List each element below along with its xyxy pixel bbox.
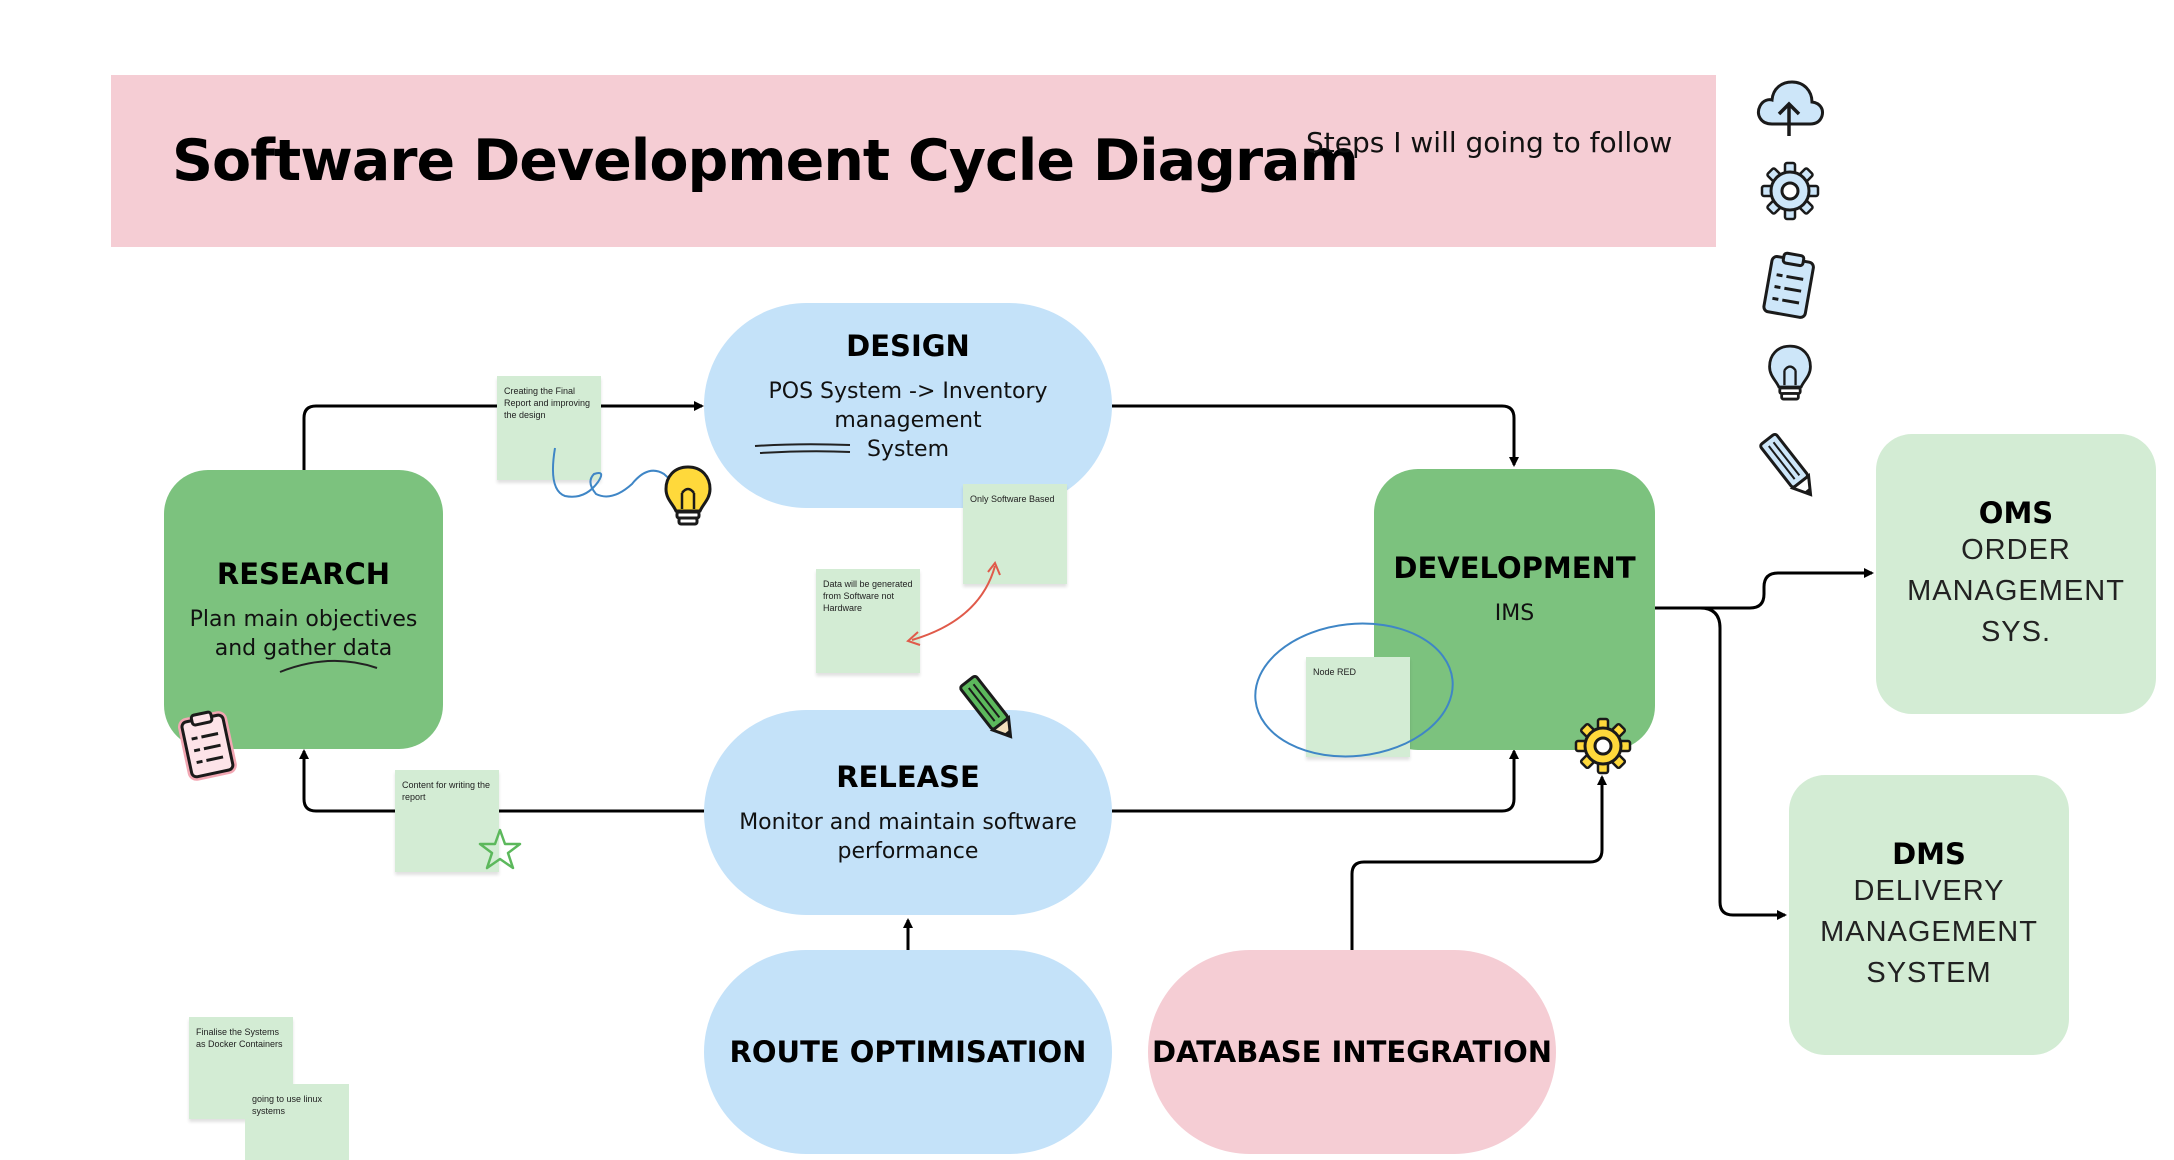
node-design[interactable]: DESIGN POS System -> Inventory managemen… bbox=[704, 303, 1112, 508]
dms-title: DMS bbox=[1892, 836, 1966, 871]
research-underline bbox=[279, 659, 378, 673]
scribble-squiggle bbox=[552, 447, 683, 498]
sticky-note-final-report[interactable]: Creating the Final Report and improving … bbox=[497, 376, 601, 480]
design-underline bbox=[754, 443, 851, 454]
star-icon bbox=[478, 828, 522, 870]
dms-line3: SYSTEM bbox=[1866, 956, 1992, 989]
database-integration-title: DATABASE INTEGRATION bbox=[1151, 1035, 1553, 1069]
sticky-note-data-generated[interactable]: Data will be generated from Software not… bbox=[816, 569, 920, 673]
design-description: POS System -> Inventory management Syste… bbox=[768, 379, 1048, 462]
header-banner bbox=[111, 75, 1716, 247]
sticky-note-software-based[interactable]: Only Software Based bbox=[963, 484, 1067, 584]
arrow-design-to-development bbox=[1112, 404, 1519, 467]
pencil-icon bbox=[959, 674, 1013, 739]
node-database-integration[interactable]: DATABASE INTEGRATION bbox=[1148, 950, 1556, 1154]
oms-line1: ORDER bbox=[1961, 533, 2071, 566]
node-route-optimisation[interactable]: ROUTE OPTIMISATION bbox=[704, 950, 1112, 1154]
clipboard-icon bbox=[177, 710, 237, 781]
dms-line2: MANAGEMENT bbox=[1820, 915, 2038, 948]
oms-title: OMS bbox=[1978, 495, 2054, 530]
sticky-note-linux[interactable]: going to use linux systems bbox=[245, 1084, 349, 1160]
diagram-title: Software Development Cycle Diagram bbox=[172, 128, 1359, 194]
gear-icon bbox=[1574, 717, 1632, 775]
sticky-note-content-writing[interactable]: Content for writing the report bbox=[395, 770, 499, 872]
design-title: DESIGN bbox=[846, 329, 970, 363]
clipboard-icon[interactable] bbox=[1760, 249, 1818, 321]
research-title: RESEARCH bbox=[216, 556, 391, 591]
research-description: Plan main objectives and gather data bbox=[189, 606, 418, 661]
sticky-note-node-red[interactable]: Node RED bbox=[1306, 657, 1410, 757]
arrow-release-to-research bbox=[299, 749, 706, 813]
arrow-release-to-development bbox=[1112, 749, 1519, 813]
release-title: RELEASE bbox=[836, 759, 980, 794]
lightbulb-icon[interactable] bbox=[1764, 341, 1816, 407]
development-title: DEVELOPMENT bbox=[1393, 551, 1636, 585]
dms-line1: DELIVERY bbox=[1853, 874, 2005, 907]
arrow-development-to-dms bbox=[1699, 606, 1787, 920]
cloud-upload-icon[interactable] bbox=[1752, 74, 1826, 140]
route-optimisation-title: ROUTE OPTIMISATION bbox=[729, 1035, 1087, 1069]
lightbulb-icon bbox=[664, 465, 712, 526]
gear-icon[interactable] bbox=[1760, 161, 1820, 221]
pencil-icon[interactable] bbox=[1759, 428, 1816, 506]
node-release[interactable]: RELEASE Monitor and maintain software pe… bbox=[704, 710, 1112, 915]
node-oms[interactable]: OMS ORDER MANAGEMENT SYS. bbox=[1876, 434, 2156, 714]
development-description: IMS bbox=[1494, 601, 1535, 626]
red-arrowhead-bottom bbox=[906, 631, 921, 646]
arrow-research-to-design bbox=[302, 401, 704, 470]
red-curved-arrow bbox=[911, 565, 996, 641]
release-description: Monitor and maintain software performanc… bbox=[739, 809, 1077, 864]
node-research[interactable]: RESEARCH Plan main objectives and gather… bbox=[164, 470, 443, 749]
node-red-circle bbox=[1254, 622, 1454, 758]
arrow-database-to-development bbox=[1350, 775, 1607, 950]
diagram-subtitle: Steps I will going to follow bbox=[1306, 126, 1673, 159]
node-development[interactable]: DEVELOPMENT IMS bbox=[1374, 469, 1655, 750]
arrow-development-to-oms bbox=[1655, 568, 1874, 610]
node-dms[interactable]: DMS DELIVERY MANAGEMENT SYSTEM bbox=[1789, 775, 2069, 1055]
red-arrowhead-top bbox=[987, 561, 1001, 576]
oms-line2: MANAGEMENT SYS. bbox=[1907, 574, 2125, 648]
